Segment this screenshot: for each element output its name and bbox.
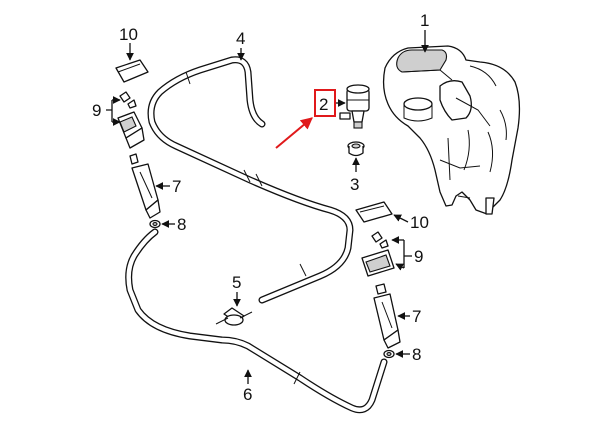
left-nozzle-clips [119,91,137,109]
check-valve [215,307,253,326]
callout-8-right: 8 [412,345,421,364]
washer-pump [339,84,370,129]
callout-8-left: 8 [177,215,186,234]
callout-3: 3 [350,175,359,194]
left-nozzle-cap [115,59,149,83]
callout-4: 4 [236,29,245,48]
callout-1: 1 [420,11,429,30]
right-nozzle-body [361,249,395,277]
left-washer-tube [129,153,161,219]
callout-10-left: 10 [119,25,138,44]
callout-7-right: 7 [412,307,421,326]
right-nozzle-clips [371,231,389,249]
washer-hose-lower [125,228,388,414]
right-seal [383,349,395,359]
washer-reservoir [382,45,521,215]
callout-2: 2 [319,95,328,114]
callout-10-right: 10 [410,213,429,232]
left-seal [149,219,161,229]
callout-5: 5 [232,273,241,292]
callout-labels: 1 2 3 4 5 6 7 7 8 8 9 9 10 10 [92,11,429,404]
highlight-part-2 [275,89,336,149]
right-washer-tube [373,283,401,349]
callout-7-left: 7 [172,177,181,196]
pump-grommet [347,141,365,157]
right-nozzle-cap [355,201,393,223]
left-nozzle-body [117,111,145,149]
callout-9-right: 9 [414,247,423,266]
callout-9-left: 9 [92,101,101,120]
washer-hose-upper [147,56,354,304]
callout-6: 6 [243,385,252,404]
